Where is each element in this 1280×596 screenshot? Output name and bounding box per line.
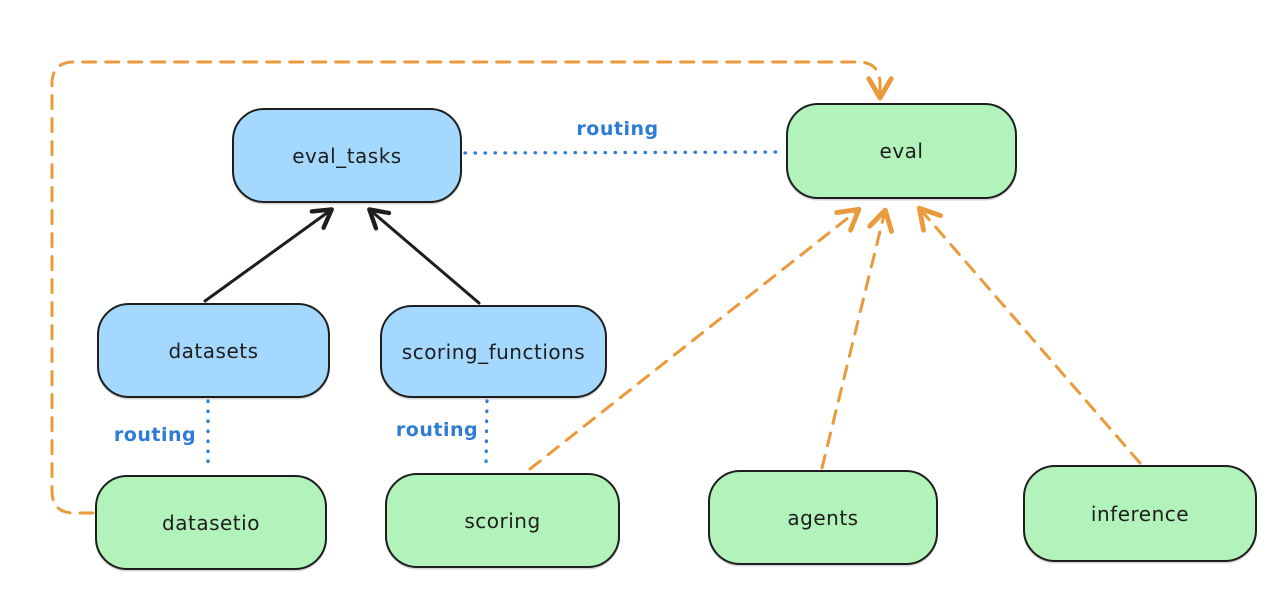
node-datasetio-label: datasetio [162,510,260,535]
edge-scoring-functions-to-eval-tasks [367,207,481,305]
node-scoring-functions-label: scoring_functions [401,339,586,364]
node-scoring-label: scoring [464,508,541,533]
node-datasetio: datasetio [95,475,327,570]
node-agents: agents [708,470,938,565]
edge-label-routing-scoring-functions-scoring: routing [395,419,479,441]
edge-label-routing-eval-tasks-eval: routing [576,118,659,140]
node-datasets-label: datasets [168,338,259,363]
edge-inference-to-eval [916,205,1142,465]
node-inference: inference [1023,465,1257,562]
node-eval-tasks-label: eval_tasks [292,143,402,168]
node-scoring-functions: scoring_functions [380,305,607,398]
edge-label-routing-datasets-datasetio: routing [113,424,197,446]
node-agents-label: agents [787,505,859,530]
node-datasets: datasets [97,303,330,398]
node-eval: eval [786,103,1017,199]
edge-agents-to-eval [820,207,894,470]
node-eval-label: eval [879,139,924,163]
edge-datasets-to-eval-tasks [203,207,334,303]
edge-eval-tasks-to-eval [463,150,786,155]
node-scoring: scoring [385,473,620,568]
node-eval-tasks: eval_tasks [232,108,462,203]
node-inference-label: inference [1090,501,1190,526]
